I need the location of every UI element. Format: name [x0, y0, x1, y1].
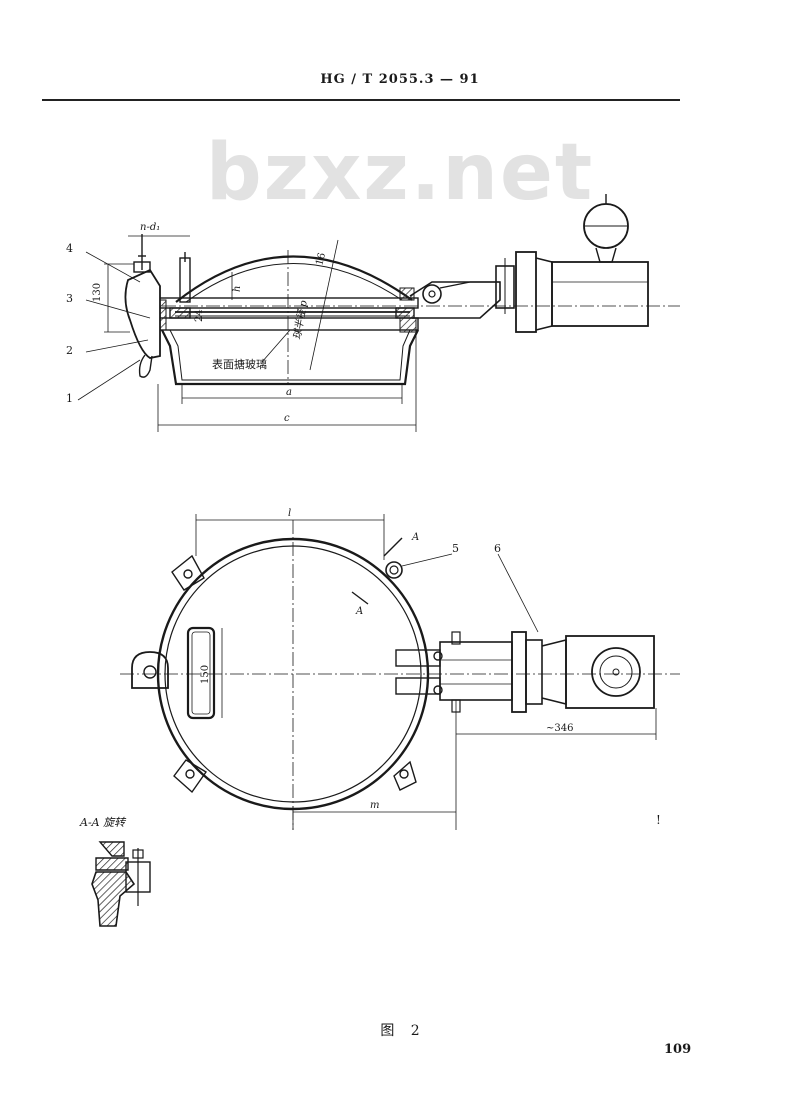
header-rule: [42, 99, 680, 101]
section-mark-a-lower: A: [355, 606, 363, 617]
figure-word: 图: [380, 1023, 395, 1039]
bolt-label: n-d₁: [140, 222, 160, 233]
section-detail: [91, 841, 151, 927]
figure-caption: 图 2: [0, 1020, 800, 1040]
dim-m: m: [370, 800, 379, 811]
page-number: 109: [664, 1042, 692, 1057]
dim-130: 130: [92, 283, 103, 302]
glass-label: 表面搪玻璃: [212, 357, 267, 371]
plan-view: [120, 514, 680, 830]
dim-l: l: [288, 508, 291, 519]
dim-24: 24: [194, 309, 205, 322]
watermark: bzxz.net: [205, 128, 595, 218]
part-number-6: 6: [494, 542, 501, 555]
dim-16: 16: [314, 252, 328, 267]
part-number-4: 4: [66, 242, 73, 255]
dim-a: a: [286, 387, 292, 398]
stray-mark: !: [656, 813, 661, 827]
sphere-radius-label: 球半径 p: [291, 299, 310, 341]
elevation-view: [77, 194, 680, 432]
standard-code: HG / T 2055.3 — 91: [320, 72, 480, 87]
section-label: A-A 旋转: [79, 816, 127, 829]
dim-150: 150: [200, 665, 211, 684]
dim-346: ~346: [546, 723, 573, 734]
section-mark-a-upper: A: [411, 532, 419, 543]
part-number-3: 3: [66, 292, 73, 305]
figure-number: 2: [410, 1023, 420, 1039]
dim-c: c: [284, 413, 290, 424]
part-number-1: 1: [66, 392, 73, 405]
dim-h: h: [232, 286, 243, 292]
part-number-2: 2: [66, 344, 73, 357]
part-number-5: 5: [452, 542, 459, 555]
